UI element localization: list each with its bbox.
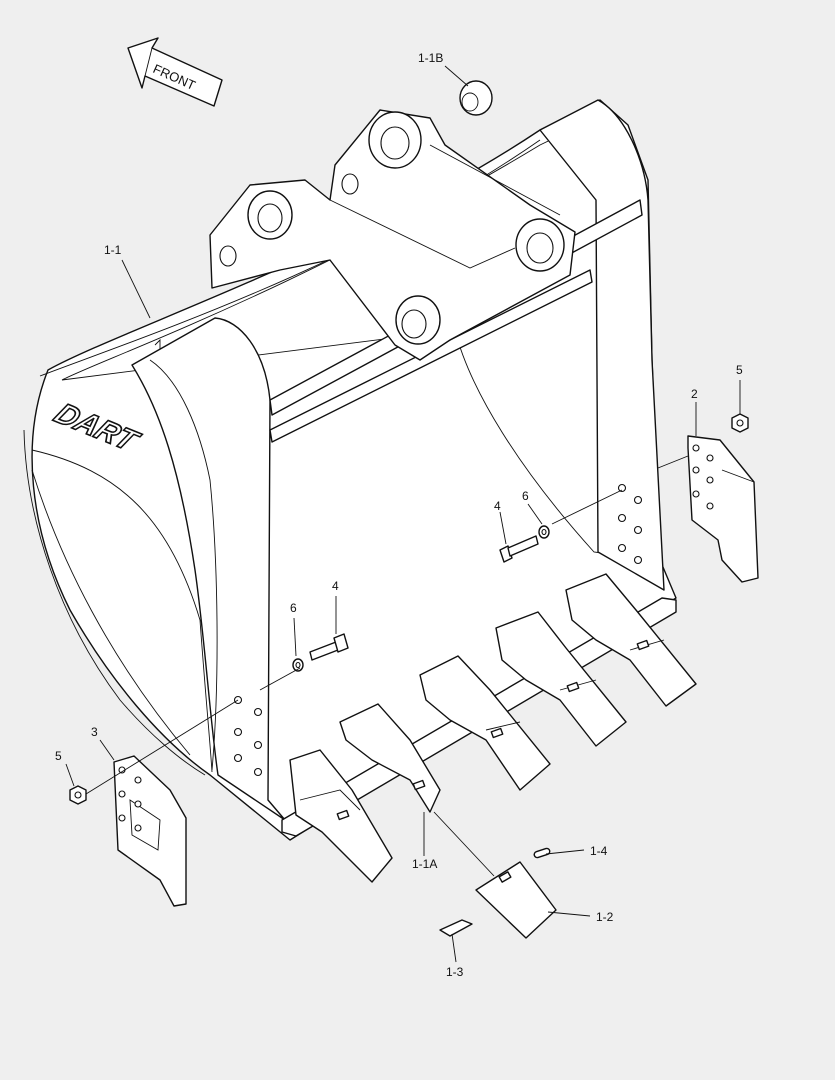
washer-lower xyxy=(292,658,304,672)
callout-6-upper: 6 xyxy=(522,489,529,503)
leader-lines xyxy=(65,65,741,963)
bucket-teeth xyxy=(289,573,697,883)
front-arrow: FRONT xyxy=(127,37,223,107)
exploded-pin xyxy=(533,847,551,859)
callout-4-lower: 4 xyxy=(332,579,339,593)
side-cutter-left xyxy=(113,755,187,907)
tooth-1 xyxy=(289,749,393,883)
callout-1-2: 1-2 xyxy=(596,910,614,924)
callout-4-upper: 4 xyxy=(494,499,501,513)
callout-1-3: 1-3 xyxy=(446,965,464,979)
callout-1-1: 1-1 xyxy=(104,243,122,257)
callout-3: 3 xyxy=(91,725,98,739)
callout-1-1b: 1-1B xyxy=(418,51,443,65)
callout-6-lower: 6 xyxy=(290,601,297,615)
tooth-4 xyxy=(495,611,627,747)
callout-1-4: 1-4 xyxy=(590,844,608,858)
right-side-hole-pattern xyxy=(617,483,643,565)
exploded-lock xyxy=(439,919,473,937)
tooth-2 xyxy=(339,703,441,813)
callout-5-right: 5 xyxy=(736,363,743,377)
bolt-lower xyxy=(309,633,349,661)
callout-labels: 1-1B 1-1 2 5 4 6 4 6 3 5 1-1A 1-4 1-2 1-… xyxy=(55,51,743,979)
callout-1-1a: 1-1A xyxy=(412,857,437,871)
tooth-3 xyxy=(419,655,551,791)
left-side-hole-pattern xyxy=(233,695,263,777)
exploded-tooth-point xyxy=(475,861,557,939)
bolt-upper xyxy=(499,535,539,563)
tooth-5 xyxy=(565,573,697,707)
washer-upper xyxy=(538,525,550,539)
callout-5-left: 5 xyxy=(55,749,62,763)
nut-left xyxy=(69,785,87,805)
callout-2: 2 xyxy=(691,387,698,401)
bushing xyxy=(459,80,493,116)
nut-right xyxy=(731,413,749,433)
side-cutter-right xyxy=(687,435,759,583)
